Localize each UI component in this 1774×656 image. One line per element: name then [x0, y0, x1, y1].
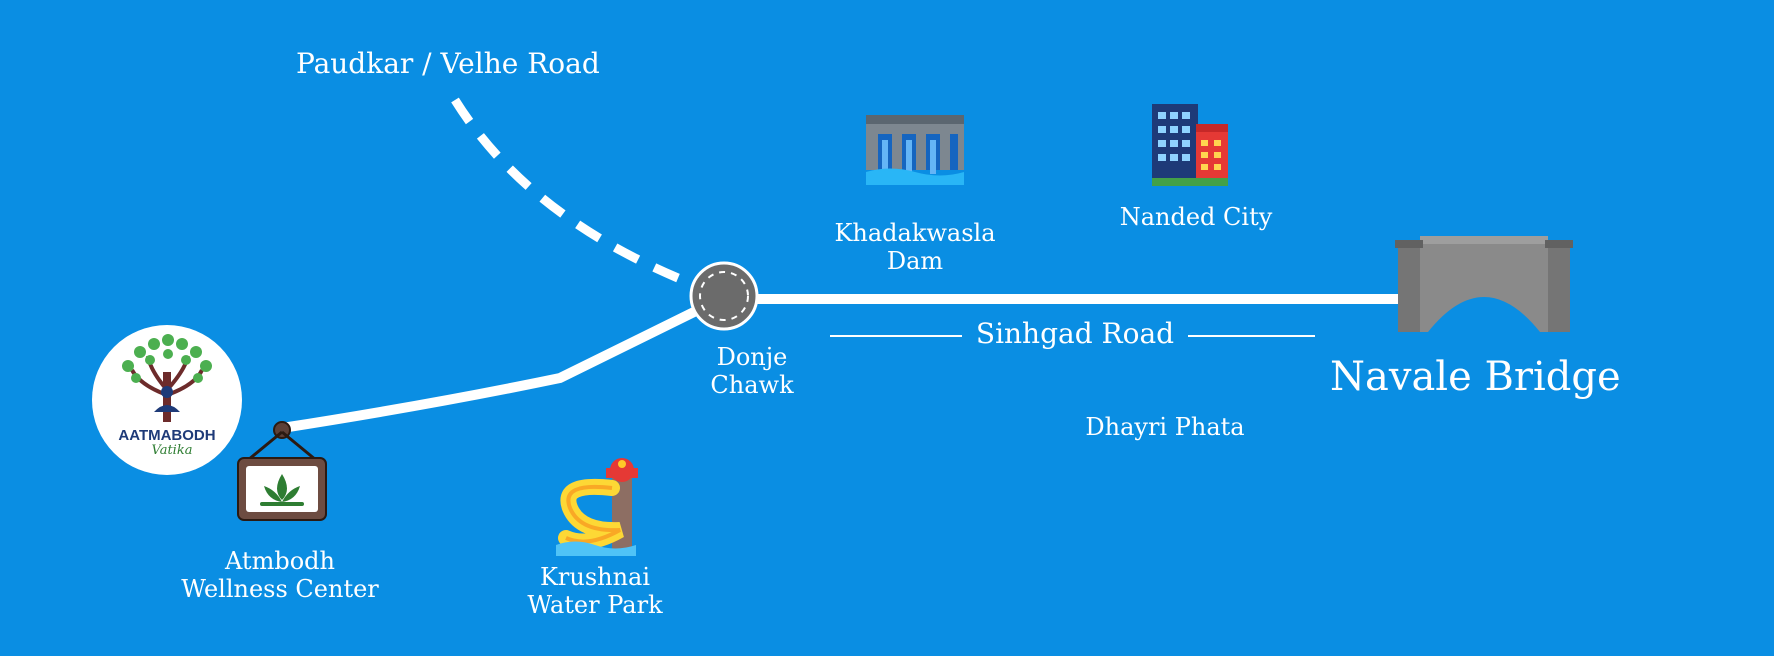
- lotus-icon: [260, 474, 304, 506]
- label-sinhgad-road: Sinhgad Road: [975, 317, 1175, 350]
- roundabout-icon: [689, 261, 759, 331]
- label-khadakwasla-line1: Khadakwasla: [834, 219, 996, 247]
- label-dhayri-phata: Dhayri Phata: [1085, 413, 1245, 441]
- label-krushnai-line1: Krushnai: [539, 563, 651, 591]
- tree-icon: [122, 334, 212, 422]
- label-atmbodh-wellness-center: Atmbodh Wellness Center: [170, 547, 390, 603]
- label-khadakwasla-line2: Dam: [886, 246, 944, 275]
- bridge-icon: [1395, 236, 1573, 332]
- label-donje-line1: Donje: [716, 343, 788, 371]
- label-paudkar-velhe-road: Paudkar / Velhe Road: [296, 47, 600, 80]
- label-donje-line2: Chawk: [710, 370, 794, 399]
- dam-icon: [866, 115, 964, 185]
- label-atmbodh-line2: Wellness Center: [181, 574, 379, 603]
- road-to-atmbodh: [281, 305, 701, 433]
- label-donje-chawk: Donje Chawk: [690, 343, 814, 399]
- label-navale-bridge: Navale Bridge: [1330, 354, 1621, 400]
- label-krushnai-water-park: Krushnai Water Park: [510, 563, 680, 619]
- logo-line2: Vatika: [152, 443, 193, 458]
- paudkar-velhe-road: [451, 97, 697, 290]
- aatmabodh-logo: AATMABODH Vatika: [92, 325, 242, 475]
- water-slide-icon: [556, 458, 638, 556]
- signboard-icon: [237, 421, 327, 521]
- label-khadakwasla-dam: Khadakwasla Dam: [830, 219, 1000, 275]
- label-krushnai-line2: Water Park: [527, 590, 663, 619]
- logo-line1: AATMABODH: [118, 427, 215, 444]
- label-nanded-city: Nanded City: [1119, 203, 1273, 231]
- label-atmbodh-line1: Atmbodh: [225, 547, 335, 575]
- buildings-icon: [1152, 104, 1228, 186]
